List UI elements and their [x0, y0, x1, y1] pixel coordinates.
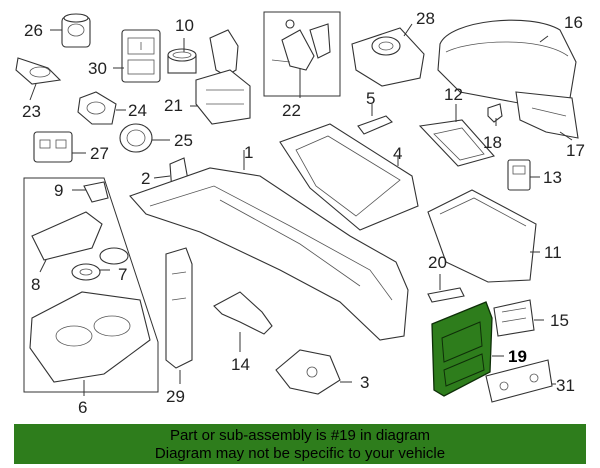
callout-15: 15 [550, 311, 569, 330]
group-frame-6 [23, 177, 159, 393]
callout-9: 9 [54, 181, 64, 200]
callout-14: 14 [231, 355, 250, 374]
part-28 [351, 27, 425, 87]
part-6 [29, 291, 151, 383]
callout-29: 29 [166, 387, 185, 406]
callout-23: 23 [22, 102, 41, 121]
callout-3: 3 [360, 373, 370, 392]
part-30 [121, 29, 161, 83]
callout-5: 5 [366, 89, 376, 108]
callout-2: 2 [141, 169, 151, 188]
callout-17: 17 [566, 141, 585, 160]
callout-28: 28 [416, 9, 435, 28]
callout-20: 20 [428, 253, 447, 272]
caption-line-2: Diagram may not be specific to your vehi… [154, 445, 446, 462]
part-4 [279, 123, 419, 231]
part-12 [418, 119, 495, 167]
part-5 [357, 115, 393, 135]
part-10 [167, 48, 197, 74]
part-24 [77, 91, 117, 125]
leader-lines [29, 23, 573, 396]
part-1 [129, 167, 409, 341]
callout-21: 21 [164, 96, 183, 115]
part-17 [515, 91, 579, 139]
callout-22: 22 [282, 101, 301, 120]
part-26 [61, 13, 91, 48]
callout-4: 4 [393, 144, 403, 163]
callout-13: 13 [543, 168, 562, 187]
group-frame-22 [263, 11, 341, 97]
callout-7: 7 [118, 265, 128, 284]
callout-1: 1 [244, 143, 254, 162]
callout-8: 8 [31, 275, 41, 294]
part-22 [271, 19, 331, 71]
part-8 [31, 211, 103, 261]
part-13 [507, 159, 531, 191]
callout-26: 26 [24, 21, 43, 40]
callout-24: 24 [128, 101, 147, 120]
callout-30: 30 [88, 59, 107, 78]
part-18 [487, 103, 503, 123]
callout-11: 11 [544, 243, 562, 262]
part-20 [427, 287, 465, 303]
callout-27: 27 [90, 144, 109, 163]
part-29 [165, 247, 193, 369]
part-3 [275, 349, 341, 395]
part-23 [15, 57, 62, 85]
callout-18: 18 [483, 133, 502, 152]
callout-6: 6 [78, 398, 88, 417]
part-19-highlighted [431, 301, 493, 397]
part-11 [427, 189, 537, 283]
callout-25: 25 [174, 131, 193, 150]
part-31 [485, 359, 553, 403]
part-25 [119, 123, 153, 153]
callout-16: 16 [564, 13, 583, 32]
callout-12: 12 [444, 85, 463, 104]
caption-line-1: Part or sub-assembly is #19 in diagram [169, 427, 431, 444]
part-14 [213, 291, 273, 335]
part-7 [71, 247, 129, 281]
callout-19-highlighted: 19 [508, 347, 527, 366]
callout-31: 31 [556, 376, 575, 395]
part-9 [83, 181, 109, 203]
part-15 [493, 299, 535, 337]
callout-10: 10 [175, 16, 194, 35]
part-21 [195, 29, 251, 125]
part-27 [33, 131, 73, 163]
caption-banner: Part or sub-assembly is #19 in diagram D… [14, 424, 586, 464]
parts-diagram [15, 11, 579, 403]
